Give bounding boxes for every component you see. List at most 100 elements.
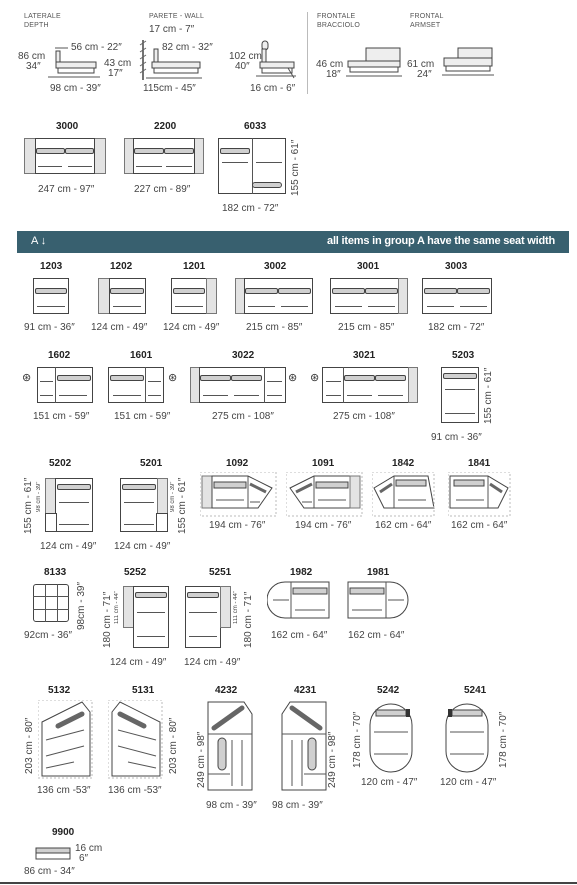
- item-code-5241: 5241: [464, 685, 487, 696]
- item-code-6033: 6033: [244, 121, 267, 132]
- item-code-3001: 3001: [357, 261, 380, 272]
- sofa-3021[interactable]: [322, 367, 418, 403]
- sofa-5203[interactable]: [441, 367, 479, 423]
- item-code-5203: 5203: [452, 350, 475, 361]
- item-dim-3000: 247 cm - 97″: [38, 184, 95, 195]
- laterale-side-view: [48, 47, 100, 78]
- sofa-4232[interactable]: [206, 700, 254, 794]
- item-dim-1842: 162 cm - 64″: [375, 520, 432, 531]
- item-vdim-5242: 178 cm - 70″: [352, 711, 363, 768]
- item-code-5252: 5252: [124, 567, 147, 578]
- item-dim-1202: 124 cm - 49″: [91, 322, 148, 333]
- group-a-label: A ↓: [31, 235, 47, 247]
- sofa-3000[interactable]: [24, 138, 106, 174]
- sofa-5241[interactable]: [442, 702, 492, 774]
- item-dim-2200: 227 cm - 89″: [134, 184, 191, 195]
- item-vdim-5252: 180 cm - 71″: [102, 591, 113, 648]
- item-dim-5251: 124 cm - 49″: [184, 657, 241, 668]
- item-vdim-5132: 203 cm - 80″: [24, 717, 35, 774]
- sofa-1601[interactable]: [108, 367, 164, 403]
- sofa-3001[interactable]: [330, 278, 408, 314]
- bottom-rule: [0, 882, 577, 884]
- item-code-1842: 1842: [392, 458, 415, 469]
- item-dim-1981: 162 cm - 64″: [348, 630, 405, 641]
- parete-top2-dim: 82 cm - 32″: [162, 42, 213, 53]
- item-code-1982: 1982: [290, 567, 313, 578]
- sofa-5132[interactable]: [38, 700, 94, 780]
- item-code-5131: 5131: [132, 685, 155, 696]
- item-code-5251: 5251: [209, 567, 232, 578]
- item-code-3021: 3021: [353, 350, 376, 361]
- item-dim-6033: 182 cm - 72″: [222, 203, 279, 214]
- item-vdim-5203: 155 cm - 61″: [483, 367, 494, 424]
- item-code-1092: 1092: [226, 458, 249, 469]
- item-code-8133: 8133: [44, 567, 67, 578]
- sofa-1092[interactable]: [200, 472, 278, 518]
- sofa-1202[interactable]: [98, 278, 146, 314]
- sofa-5252[interactable]: [123, 586, 169, 648]
- item-dim-1092: 194 cm - 76″: [209, 520, 266, 531]
- item-dim-5242: 120 cm - 47″: [361, 777, 418, 788]
- item-dim-3003: 182 cm - 72″: [428, 322, 485, 333]
- frontale-bracciolo-view: [346, 47, 402, 77]
- asterisk-icon: ⊛: [310, 372, 320, 384]
- parete-bottom-dim: 115cm - 45″: [143, 83, 196, 94]
- asterisk-icon: ⊛: [288, 372, 298, 384]
- ottoman-8133[interactable]: [33, 584, 69, 622]
- sofa-5131[interactable]: [108, 700, 164, 780]
- group-a-note: all items in group A have the same seat …: [327, 235, 555, 247]
- asterisk-icon: ⊛: [22, 372, 32, 384]
- sofa-1203[interactable]: [33, 278, 69, 314]
- item-code-1601: 1601: [130, 350, 153, 361]
- sofa-1602[interactable]: [37, 367, 93, 403]
- item-vdim-5241: 178 cm - 70″: [498, 711, 509, 768]
- sofa-2200[interactable]: [124, 138, 204, 174]
- sofa-6033[interactable]: [218, 138, 286, 194]
- sofa-1982[interactable]: [267, 580, 331, 622]
- item-code-5202: 5202: [49, 458, 72, 469]
- sofa-4231[interactable]: [280, 700, 328, 794]
- item-dim-3001: 215 cm - 85″: [338, 322, 395, 333]
- frontal-armset-view: [442, 47, 494, 76]
- item-vdim-5201: 155 cm - 61″: [177, 477, 188, 534]
- sofa-1841[interactable]: [448, 472, 512, 518]
- sofa-3002[interactable]: [235, 278, 313, 314]
- item-code-1981: 1981: [367, 567, 390, 578]
- item-dim-1601: 151 cm - 59″: [114, 411, 171, 422]
- sofa-5202[interactable]: [45, 478, 93, 532]
- item-vdim-8133: 98cm - 39″: [76, 581, 87, 630]
- item-code-5242: 5242: [377, 685, 400, 696]
- item-dim-9900: 86 cm - 34″: [24, 866, 75, 877]
- height-bottom-dim: 16 cm - 6″: [250, 83, 296, 94]
- item-dim-1982: 162 cm - 64″: [271, 630, 328, 641]
- item-dim-4232: 98 cm - 39″: [206, 800, 257, 811]
- item-vsub-5251: 111 cm - 44″: [233, 591, 239, 624]
- group-a-banner: A ↓ all items in group A have the same s…: [17, 231, 569, 253]
- item-code-1091: 1091: [312, 458, 335, 469]
- sofa-3003[interactable]: [422, 278, 492, 314]
- header-divider: [307, 12, 308, 94]
- sofa-1091[interactable]: [286, 472, 364, 518]
- item-dim-5132: 136 cm -53″: [37, 785, 91, 796]
- item-dim-3021: 275 cm - 108″: [333, 411, 395, 422]
- sofa-1201[interactable]: [171, 278, 217, 314]
- item-dim-3022: 275 cm - 108″: [212, 411, 274, 422]
- item-dim-1841: 162 cm - 64″: [451, 520, 508, 531]
- sofa-5242[interactable]: [366, 702, 416, 774]
- item-vdim-5202: 155 cm - 61″: [23, 477, 34, 534]
- sofa-1842[interactable]: [372, 472, 436, 518]
- item-code-2200: 2200: [154, 121, 177, 132]
- item-code-1202: 1202: [110, 261, 133, 272]
- sofa-5251[interactable]: [185, 586, 231, 648]
- sofa-3022[interactable]: [190, 367, 286, 403]
- sofa-5201[interactable]: [120, 478, 168, 532]
- item-9900[interactable]: [34, 846, 74, 862]
- sofa-1981[interactable]: [346, 580, 410, 622]
